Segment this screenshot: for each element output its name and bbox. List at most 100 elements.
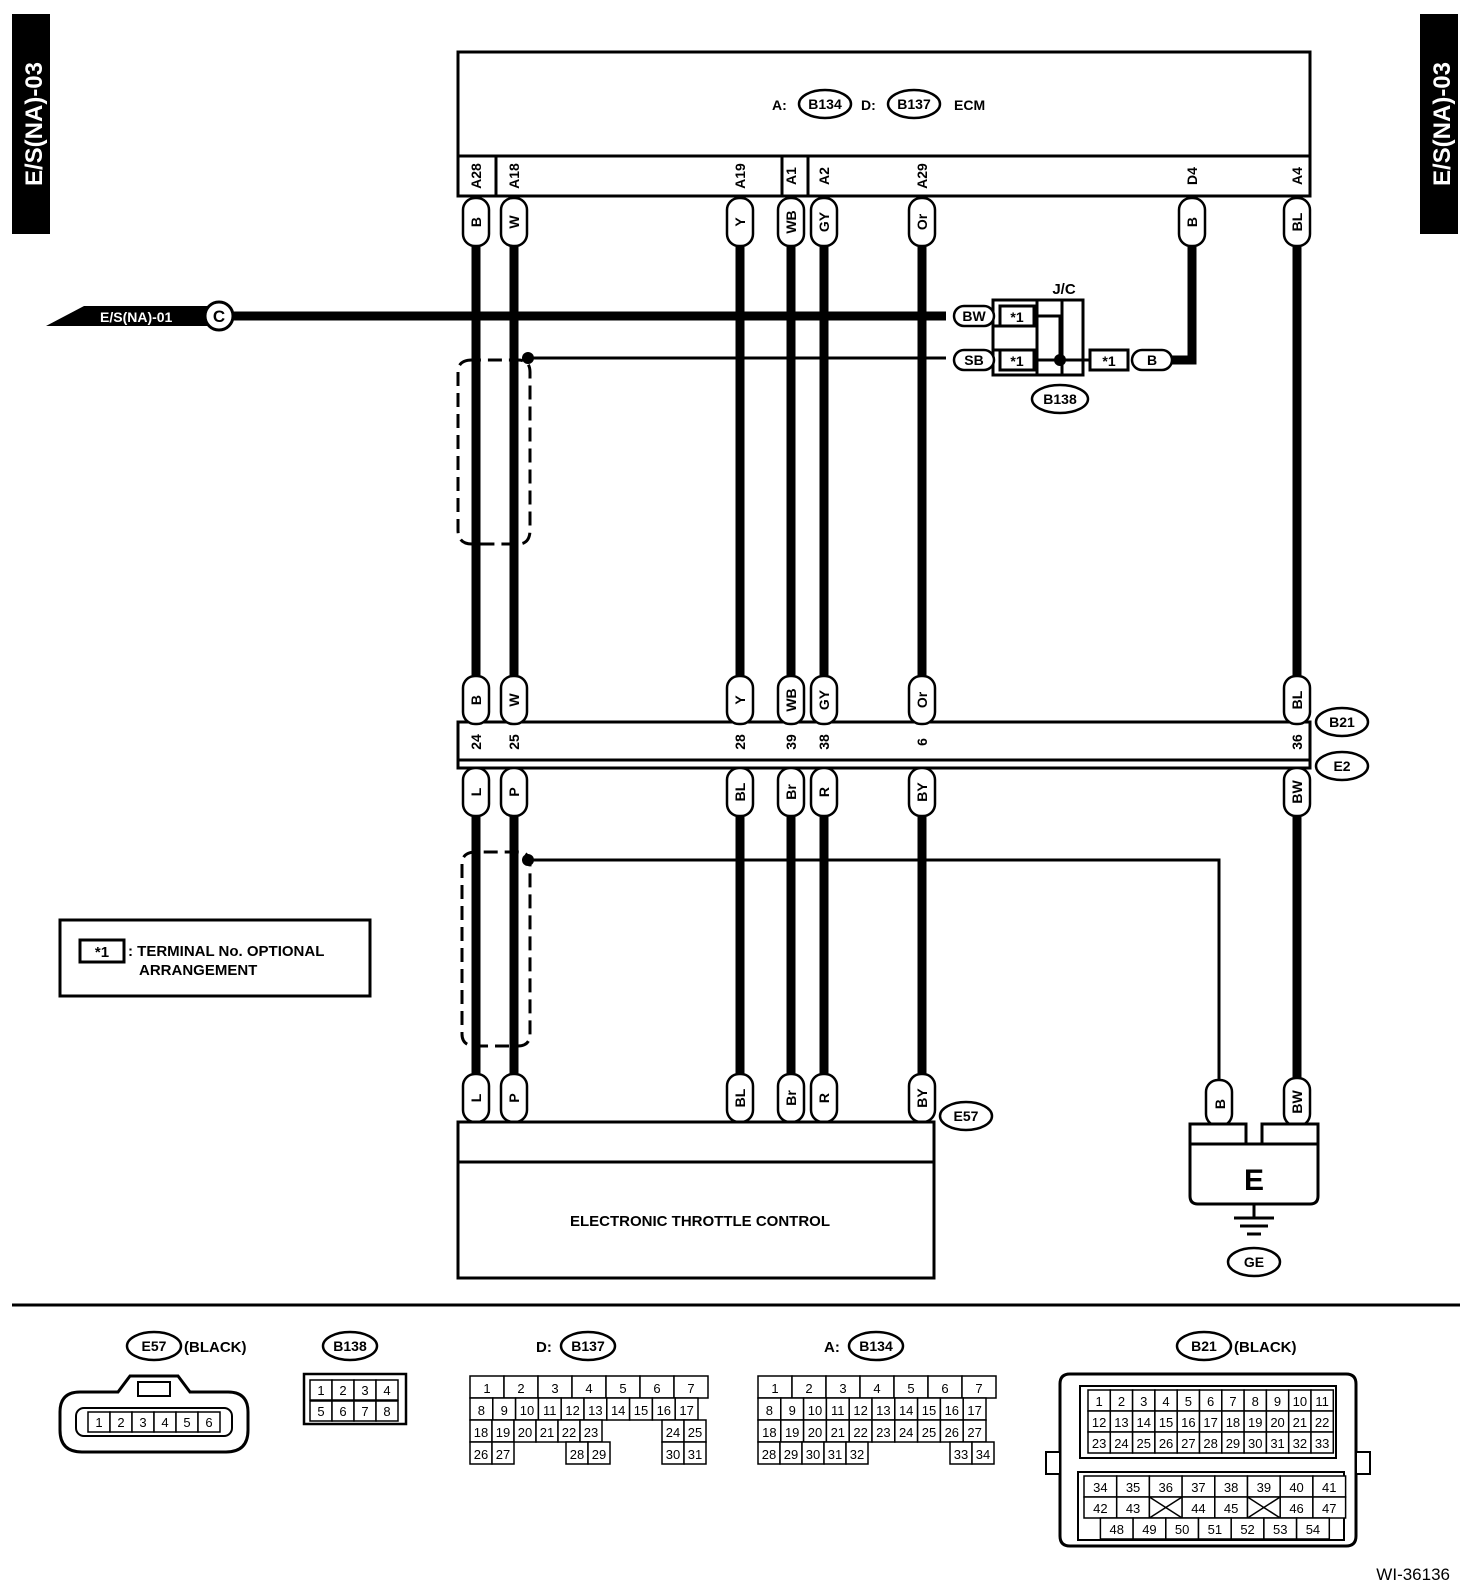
e2-wire-color-a18: P: [499, 766, 529, 818]
b21-pin-1: 1: [1096, 1394, 1103, 1409]
svg-text:Or: Or: [914, 213, 930, 230]
b137-pin-14: 14: [611, 1403, 625, 1418]
b137-pin-15: 15: [634, 1403, 648, 1418]
svg-text:E57: E57: [954, 1108, 979, 1124]
b137-pin-16: 16: [657, 1403, 671, 1418]
b134-pin-18: 18: [762, 1425, 776, 1440]
svg-text:E/S(NA)-03: E/S(NA)-03: [1429, 62, 1456, 186]
ecm-pin-a19: A19: [732, 163, 748, 189]
b137-pin-27: 27: [496, 1447, 510, 1462]
b21-wire-color-a28: B: [461, 674, 491, 726]
e2-wire-color-a2: R: [809, 766, 839, 818]
etc-label: ELECTRONIC THROTTLE CONTROL: [570, 1213, 830, 1230]
right-side-tag: E/S(NA)-03: [1420, 14, 1458, 234]
b21-pin-25: 25: [1137, 1436, 1151, 1451]
b138-pin-8: 8: [383, 1404, 390, 1419]
b21-pin-44: 44: [1191, 1501, 1205, 1516]
ge-badge: [1226, 1246, 1282, 1278]
legend-symbol: *1: [95, 944, 109, 961]
svg-text:36: 36: [1289, 734, 1305, 750]
b134-cell: [971, 1441, 995, 1465]
b134-pin-28: 28: [762, 1447, 776, 1462]
b137-pin-1: 1: [483, 1381, 490, 1396]
svg-text:A19: A19: [732, 163, 748, 189]
b134-pin-17: 17: [967, 1403, 981, 1418]
b21-pin-35: 35: [1126, 1480, 1140, 1495]
b137-face-badge: B137: [559, 1330, 617, 1362]
svg-text:B138: B138: [333, 1338, 367, 1354]
b137-pin-25: 25: [688, 1425, 702, 1440]
svg-text:R: R: [816, 1093, 832, 1103]
b137-pin-31: 31: [688, 1447, 702, 1462]
b137-pin-9: 9: [501, 1403, 508, 1418]
b138-pin-3: 3: [361, 1383, 368, 1398]
b21-pin-52: 52: [1240, 1522, 1254, 1537]
b134-pin-29: 29: [784, 1447, 798, 1462]
b21-pin-7: 7: [1229, 1394, 1236, 1409]
svg-text:WB: WB: [783, 210, 799, 233]
jc-opt-mark-3: *1: [1102, 353, 1115, 369]
e57-pin-2: 2: [117, 1415, 124, 1430]
svg-text:Br: Br: [783, 1090, 799, 1106]
b137-pin-8: 8: [478, 1403, 485, 1418]
e57-wire-color-a2: R: [809, 1072, 839, 1124]
ecm-wire-color-a4: BL: [1282, 196, 1312, 248]
b21-pin-2: 2: [1118, 1394, 1125, 1409]
svg-text:38: 38: [816, 734, 832, 750]
ecm-wire-color-a2: GY: [809, 196, 839, 248]
b137-pin-7: 7: [687, 1381, 694, 1396]
b137-pin-22: 22: [562, 1425, 576, 1440]
b134-pin-13: 13: [876, 1403, 890, 1418]
svg-text:BL: BL: [732, 782, 748, 801]
b134-pin-34: 34: [976, 1447, 990, 1462]
svg-text:BL: BL: [732, 1088, 748, 1107]
svg-text:B138: B138: [1043, 391, 1077, 407]
b21-blank-cross: [1247, 1496, 1281, 1519]
b21-pin-6: 6: [1207, 1394, 1214, 1409]
b134-cell: [845, 1441, 869, 1465]
b137-pin-21: 21: [540, 1425, 554, 1440]
e2-wire-color-a4: BW: [1282, 766, 1312, 818]
b21-blank-cross: [1148, 1496, 1183, 1519]
b21-pin-42: 42: [1093, 1501, 1107, 1516]
ecm-conn-d-badge: [886, 88, 942, 120]
e57-wire-color-a19: BL: [725, 1072, 755, 1124]
b134-pin-26: 26: [945, 1425, 959, 1440]
b21-pin-31: 31: [1270, 1436, 1284, 1451]
b21-pin-20: 20: [1270, 1415, 1284, 1430]
b138-pin-6: 6: [339, 1404, 346, 1419]
svg-text:GE: GE: [1244, 1254, 1264, 1270]
svg-text:GY: GY: [816, 689, 832, 710]
b21-pin-32: 32: [1293, 1436, 1307, 1451]
svg-text:E57: E57: [142, 1338, 167, 1354]
b21-pin-40: 40: [1289, 1480, 1303, 1495]
b137-pin-6: 6: [653, 1381, 660, 1396]
b21-pin-4: 4: [1162, 1394, 1169, 1409]
b134-pin-10: 10: [808, 1403, 822, 1418]
b137-prefix: D:: [536, 1339, 552, 1356]
b21-e2-connector: B21 E2: [456, 706, 1370, 782]
svg-text:B: B: [468, 695, 484, 705]
svg-text:BW: BW: [1289, 780, 1305, 804]
b138-badge: B138: [1030, 383, 1090, 415]
b134-pin-20: 20: [808, 1425, 822, 1440]
b137-pin-30: 30: [666, 1447, 680, 1462]
svg-text:BW: BW: [1289, 1090, 1305, 1114]
svg-text:BL: BL: [1289, 212, 1305, 231]
e57-wire-color-a28: L: [461, 1072, 491, 1124]
svg-text:B: B: [1147, 352, 1157, 368]
svg-text:P: P: [506, 1093, 522, 1102]
b21-pin-39: 39: [783, 734, 799, 750]
svg-text:BW: BW: [962, 308, 986, 324]
b137-cell: [587, 1441, 611, 1465]
b134-pin-1: 1: [771, 1381, 778, 1396]
b134-pin-2: 2: [805, 1381, 812, 1396]
b137-pin-11: 11: [543, 1403, 557, 1418]
svg-text:Y: Y: [732, 695, 748, 705]
svg-text:A28: A28: [468, 163, 484, 189]
b21-wire-color-a2: GY: [809, 674, 839, 726]
